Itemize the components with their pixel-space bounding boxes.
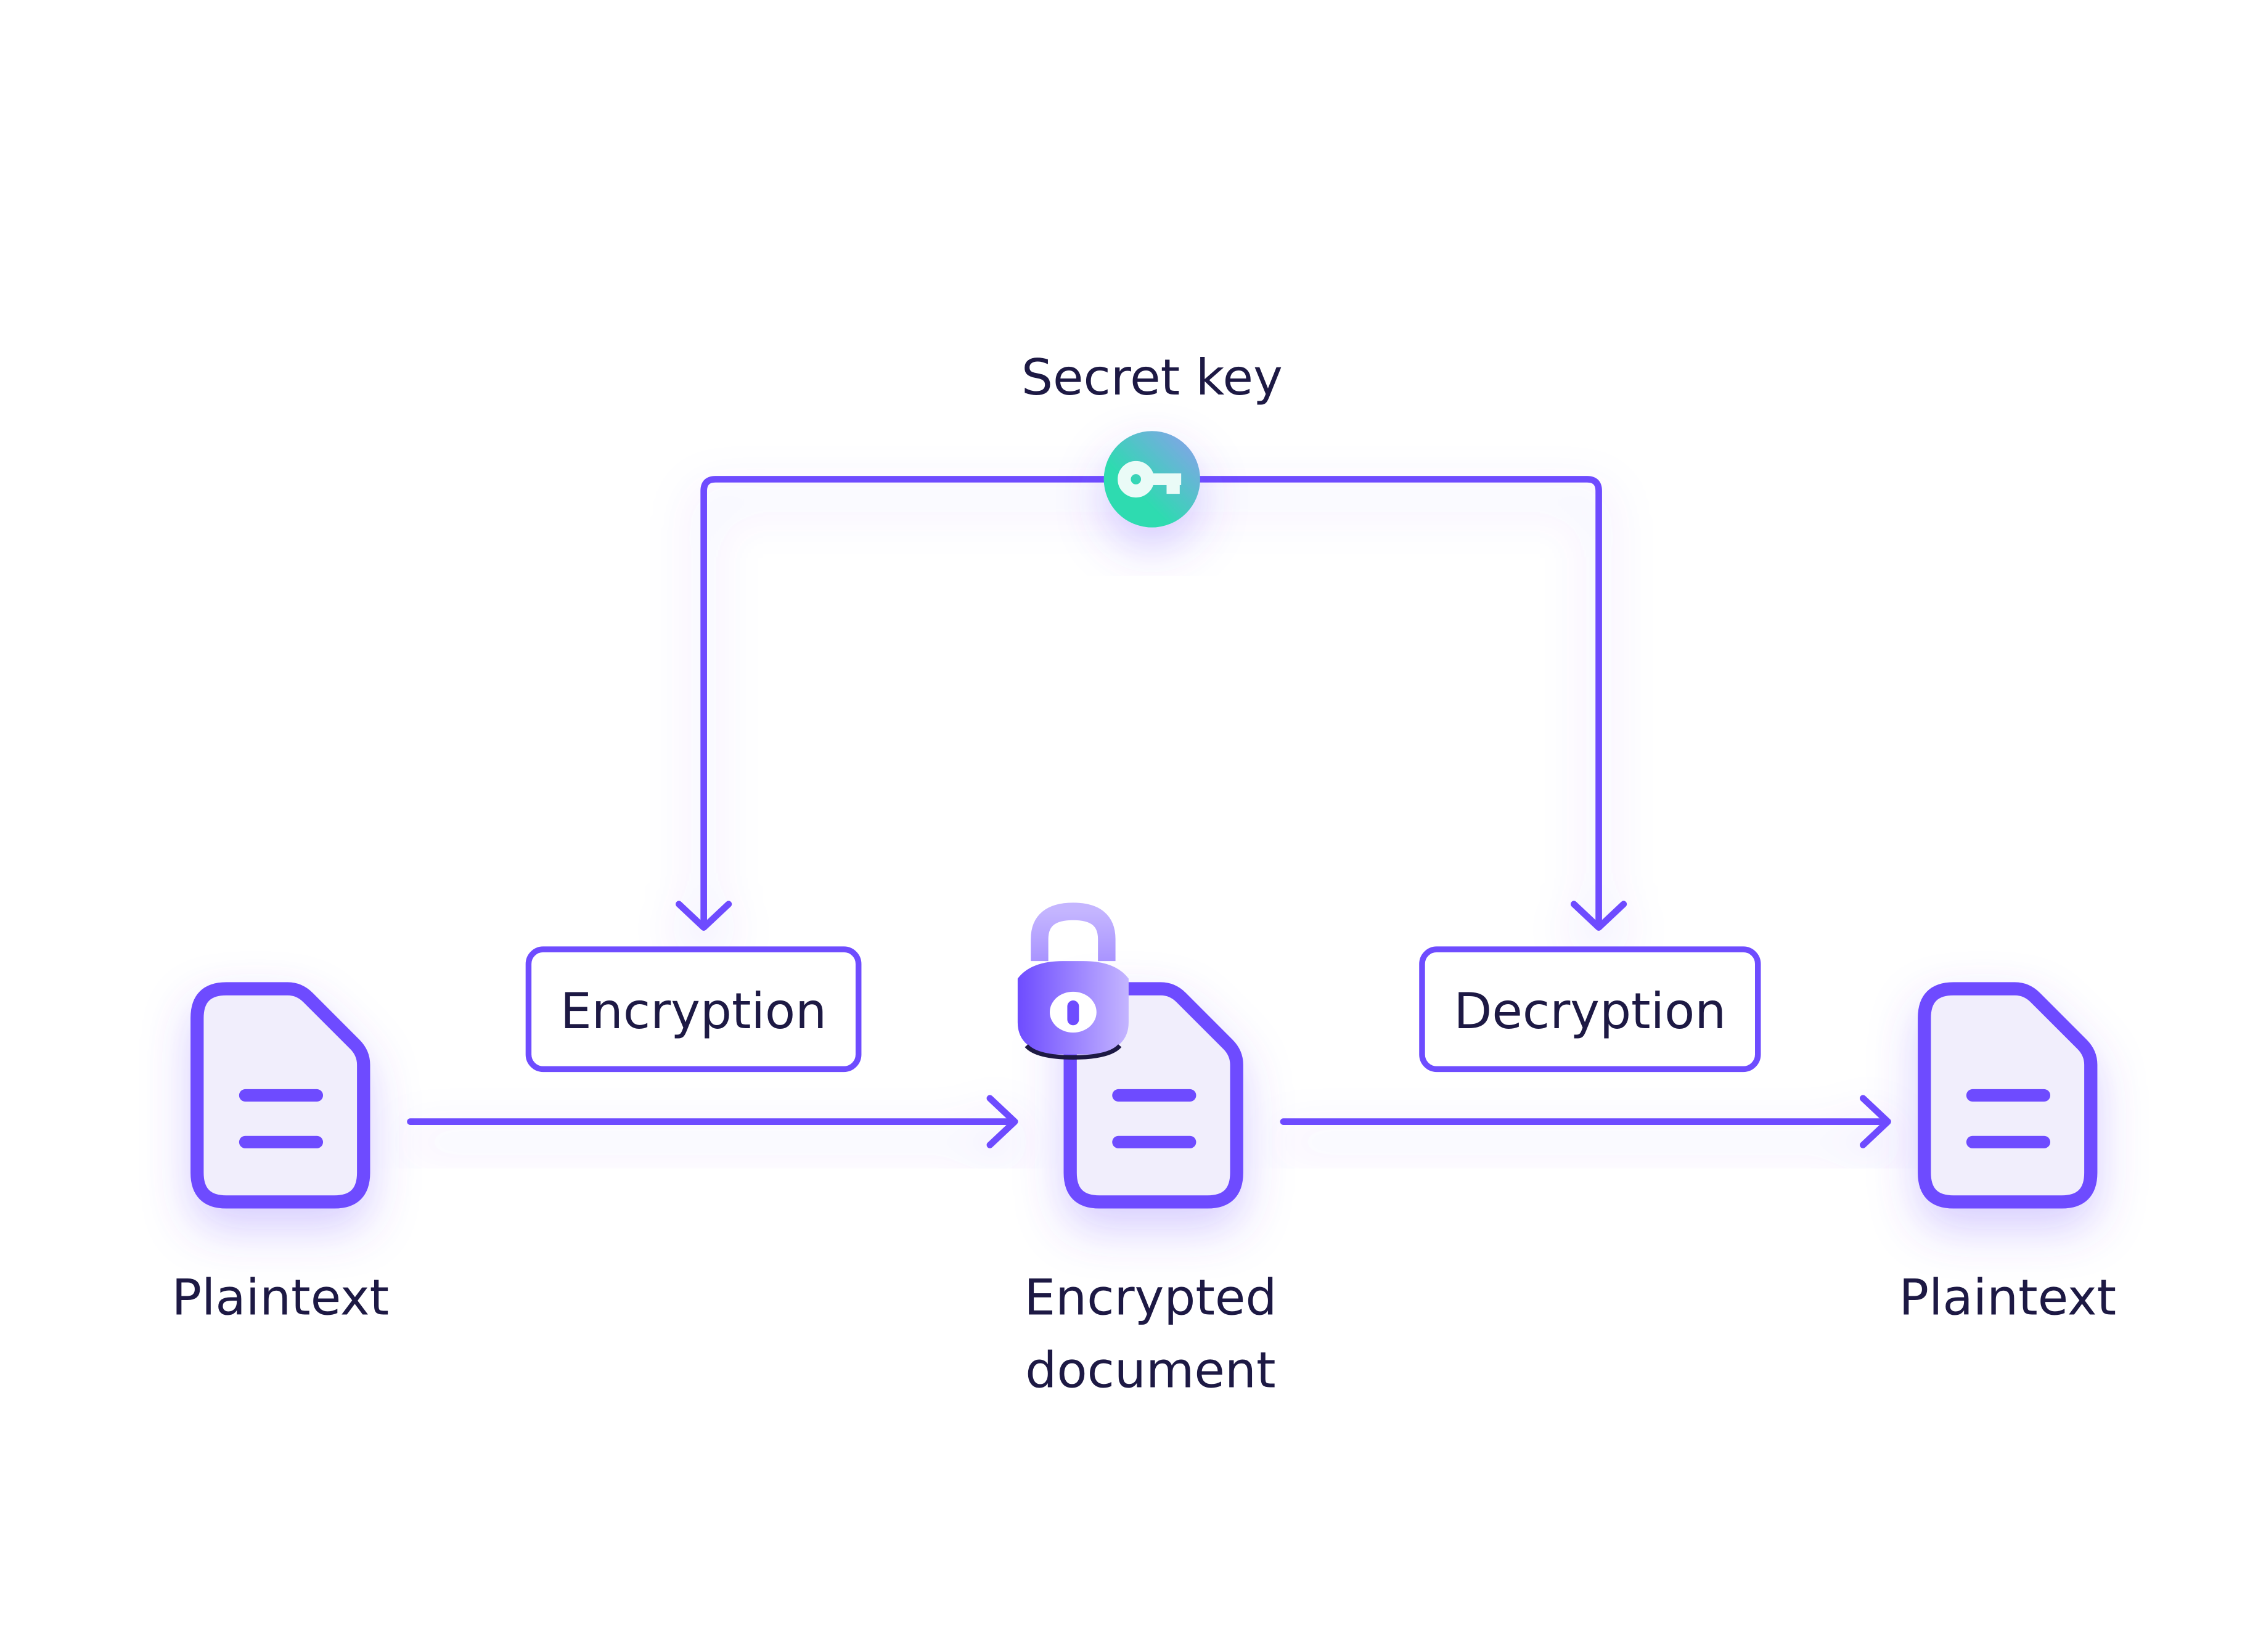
result-plaintext-label: Plaintext	[1899, 1268, 2116, 1326]
encryption-label: Encryption	[560, 982, 827, 1040]
key-connector-lines	[676, 476, 1627, 931]
encryption-key-line	[700, 476, 1156, 930]
decrypt-flow-arrow	[1280, 1095, 1891, 1148]
plaintext-document-icon	[197, 989, 364, 1202]
decryption-label: Decryption	[1454, 982, 1726, 1040]
secret-key-label: Secret key	[1021, 348, 1283, 406]
encrypted-document-label-line1: Encrypted	[1024, 1268, 1277, 1326]
encryption-key-arrowhead	[676, 901, 732, 931]
encrypted-document-label-line2: document	[1025, 1341, 1275, 1399]
decryption-key-arrowhead	[1570, 901, 1627, 931]
decrypted-document-icon	[1924, 989, 2091, 1202]
decryption-step: Decryption	[1419, 946, 1761, 1073]
source-plaintext-label: Plaintext	[171, 1268, 389, 1326]
key-icon	[1103, 431, 1200, 528]
encrypt-flow-arrow	[407, 1095, 1018, 1148]
encryption-step: Encryption	[525, 946, 862, 1073]
decryption-key-line	[1148, 476, 1602, 930]
padlock-icon	[1017, 902, 1129, 1060]
